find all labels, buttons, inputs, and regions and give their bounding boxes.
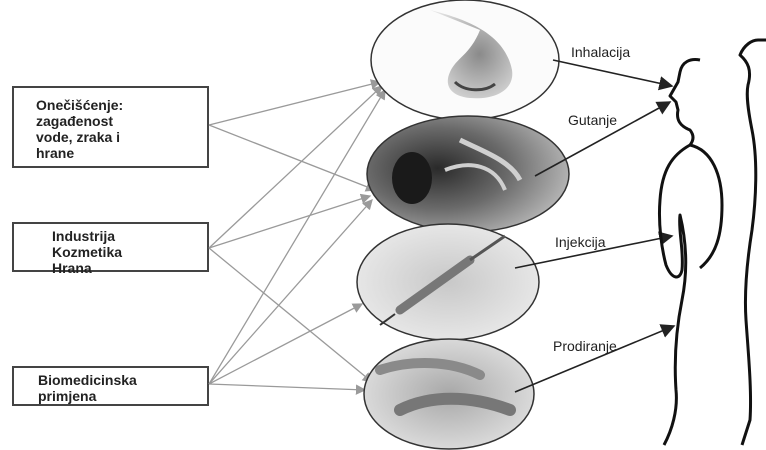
- skin-hands-photo: [363, 338, 535, 450]
- source-to-route-arrows: [208, 79, 386, 395]
- arrow-penetration-body: [514, 324, 676, 393]
- source-box-pollution: Onečišćenje: zagađenost vode, zraka i hr…: [12, 86, 209, 168]
- arrow-industry-inhalation: [208, 85, 383, 249]
- source-label-biomedical: Biomedicinska primjena: [38, 372, 137, 404]
- arrow-pollution-inhalation: [208, 79, 382, 126]
- route-label-inhalation: Inhalacija: [571, 44, 631, 60]
- route-label-ingestion: Gutanje: [568, 112, 618, 128]
- route-label-injection: Injekcija: [555, 234, 606, 250]
- source-box-biomedical: Biomedicinska primjena: [12, 366, 209, 406]
- source-label-industry: Industrija Kozmetika Hrana: [52, 228, 123, 276]
- arrow-biomedical-injection: [208, 303, 364, 385]
- arrow-injection-body: [514, 231, 674, 269]
- arm-outline: [689, 143, 724, 270]
- source-box-industry: Industrija Kozmetika Hrana: [12, 222, 209, 276]
- arrow-biomedical-ingestion: [208, 199, 373, 385]
- arrow-industry-ingestion: [208, 193, 372, 249]
- route-label-penetration: Prodiranje: [553, 338, 617, 354]
- arrow-biomedical-inhalation: [208, 88, 386, 385]
- arrow-biomedical-penetration: [208, 383, 367, 395]
- source-label-pollution: Onečišćenje: zagađenost vode, zraka i hr…: [36, 97, 124, 161]
- arrow-pollution-ingestion: [208, 124, 377, 192]
- arrow-inhalation-body: [552, 59, 674, 91]
- arrow-ingestion-body: [534, 101, 672, 177]
- human-body-outline: [657, 38, 766, 446]
- mouth-photo: [366, 115, 570, 233]
- syringe-photo: [356, 223, 540, 341]
- route-to-body-arrows: [514, 59, 676, 393]
- arrow-industry-penetration: [208, 247, 374, 383]
